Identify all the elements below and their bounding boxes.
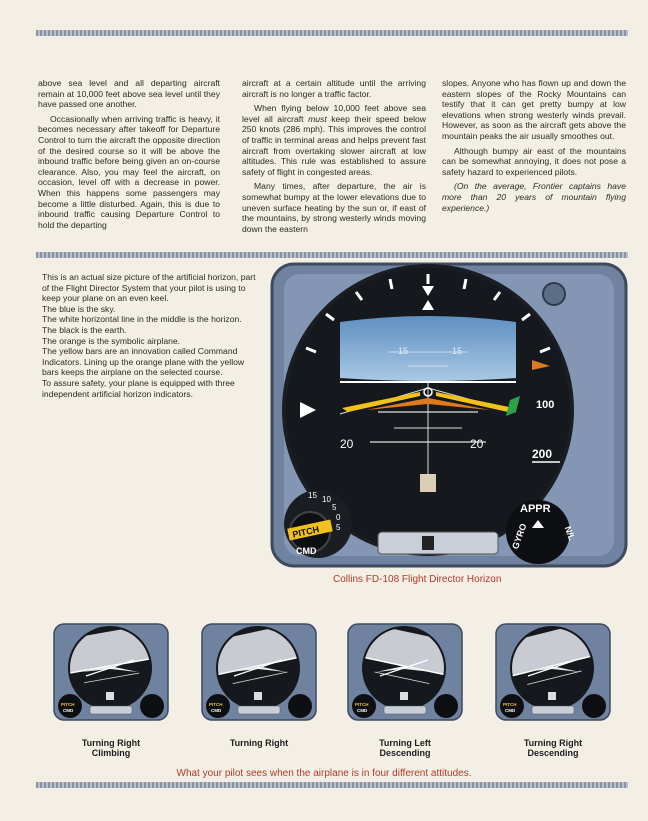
- appr-knob[interactable]: [506, 500, 570, 564]
- rising-runway: [420, 474, 436, 492]
- command-bar-right: [436, 392, 514, 412]
- mini-cmd-label: CMD: [505, 708, 516, 713]
- intro-line-6: The yellow bars are an innovation called…: [42, 346, 245, 378]
- symbolic-airplane: [366, 398, 490, 410]
- roll-pointer-icon: [422, 286, 434, 296]
- attitude-label-line1: Turning Right: [229, 738, 289, 748]
- col2-p2-emphasis: must: [308, 113, 327, 124]
- text-column-3: slopes. Anyone who has flown up and down…: [442, 78, 626, 217]
- alt-label-200: 200: [532, 447, 552, 461]
- attitude-label-line2: Climbing: [91, 748, 131, 758]
- attitude-mini-label-2: Turning Right: [200, 738, 318, 748]
- flight-director-horizon: 15 15 20 20 100 200 PITCH CMD 15 10 5 0 …: [270, 262, 628, 568]
- pitch-label-band: [287, 519, 333, 541]
- command-bar-left: [342, 392, 420, 412]
- mini-cmd-label: CMD: [63, 708, 74, 713]
- intro-line-2: The blue is the sky.: [42, 303, 116, 314]
- screw-icon: [542, 282, 566, 306]
- col1-paragraph-1: above sea level and all departing aircra…: [38, 78, 220, 110]
- lateral-deviation-window: [377, 531, 499, 555]
- alt-label-100: 100: [536, 399, 554, 411]
- attitude-label-line2: Descending: [527, 748, 579, 758]
- col2-paragraph-1: aircraft at a certain altitude until the…: [242, 78, 426, 99]
- sky-area: [340, 316, 516, 381]
- bottom-caption: What your pilot sees when the airplane i…: [176, 768, 472, 779]
- col3-paragraph-2: Although bumpy air east of the mountains…: [442, 145, 626, 177]
- mini-cmd-label: CMD: [357, 708, 368, 713]
- col2-p2-text-a: When flying below 10,000 feet above sea …: [242, 103, 426, 124]
- mini-pitch-label: PITCH: [503, 702, 517, 707]
- text-column-2: aircraft at a certain altitude until the…: [242, 78, 426, 238]
- roll-index-icon: [422, 300, 434, 310]
- attitude-label-line1: Turning Left: [379, 738, 431, 748]
- mini-pitch-label: PITCH: [209, 702, 223, 707]
- intro-line-4: The black is the earth.: [42, 324, 127, 335]
- pitch-knob-scale: 15 10 5 0 5: [308, 491, 341, 532]
- mini-pitch-label: PITCH: [61, 702, 75, 707]
- right-marker-icon: [532, 360, 550, 370]
- pitch-label-20-left: 20: [340, 437, 354, 451]
- col2-paragraph-2: When flying below 10,000 feet above sea …: [242, 103, 426, 177]
- mini-cmd-label: CMD: [211, 708, 222, 713]
- col2-p2-text-b: keep their speed below 250 knots (286 mp…: [242, 113, 426, 177]
- svg-text:10: 10: [322, 495, 331, 504]
- attitude-label-line1: Turning Right: [81, 738, 141, 748]
- pitch-label-15-left: 15: [398, 346, 408, 356]
- svg-text:0: 0: [336, 513, 341, 522]
- intro-text: This is an actual size picture of the ar…: [42, 272, 262, 399]
- attitude-label-line2: Descending: [379, 748, 431, 758]
- text-column-1: above sea level and all departing aircra…: [38, 78, 220, 234]
- top-rule: [36, 30, 628, 36]
- svg-text:15: 15: [308, 491, 317, 500]
- intro-line-3: The white horizontal line in the middle …: [42, 314, 242, 325]
- col2-paragraph-3: Many times, after departure, the air is …: [242, 181, 426, 234]
- bottom-rule: [36, 782, 628, 788]
- col3-paragraph-1: slopes. Anyone who has flown up and down…: [442, 78, 626, 141]
- middle-rule: [36, 252, 628, 258]
- appr-label: APPR: [520, 503, 551, 515]
- pitch-label-15-right: 15: [452, 346, 462, 356]
- svg-text:5: 5: [332, 503, 337, 512]
- intro-line-5: The orange is the symbolic airplane.: [42, 335, 181, 346]
- attitude-label-line1: Turning Right: [523, 738, 583, 748]
- nl-label: N/L: [563, 525, 578, 543]
- intro-line-7: To assure safety, your plane is equipped…: [42, 377, 235, 399]
- intro-line-1: This is an actual size picture of the ar…: [42, 272, 256, 304]
- roll-scale: [305, 274, 551, 354]
- pitch-label-20-right: 20: [470, 437, 484, 451]
- col1-paragraph-2: Occasionally when arriving traffic is he…: [38, 113, 220, 230]
- mini-pitch-label: PITCH: [355, 702, 369, 707]
- col3-italic-note: (On the average, Frontier captains have …: [442, 181, 626, 213]
- cmd-label: CMD: [296, 546, 317, 556]
- main-caption: Collins FD-108 Flight Director Horizon: [333, 574, 502, 585]
- left-marker-icon: [300, 402, 316, 418]
- svg-text:5: 5: [336, 523, 341, 532]
